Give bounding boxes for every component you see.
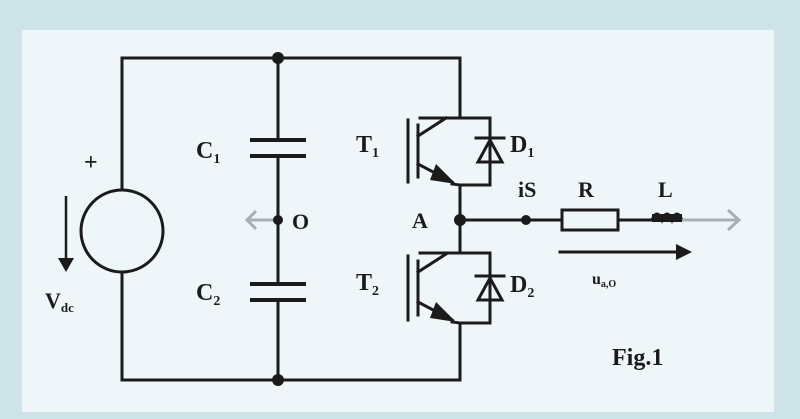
d2-diode: [474, 274, 506, 302]
cap2-label: C2: [196, 280, 220, 309]
t1-label: T1: [356, 132, 379, 161]
resistor: [560, 208, 620, 232]
midpoint-terminal-arrow: [244, 209, 258, 231]
d2-loop-wire: [458, 251, 492, 325]
bottom-rail-junction: [272, 374, 284, 386]
current-label: iS: [518, 177, 536, 202]
top-rail-junction: [272, 52, 284, 64]
dc-voltage-source: [79, 188, 165, 274]
source-voltage-arrow-head: [58, 258, 74, 272]
midpoint-node: [273, 215, 283, 225]
source-plus-label: +: [84, 150, 98, 176]
figure-caption: Fig.1: [612, 345, 663, 371]
midpoint-label: O: [292, 209, 309, 234]
source-label: Vdc: [45, 288, 74, 315]
d2-label: D2: [510, 272, 534, 301]
output-terminal-arrow: [726, 208, 742, 232]
t1-transistor: [406, 115, 462, 187]
output-voltage-arrow-head: [676, 244, 692, 260]
inductor-label: L: [658, 177, 673, 202]
t2-transistor: [406, 251, 462, 325]
node-a-label: A: [412, 208, 428, 233]
t2-label: T2: [356, 270, 379, 299]
d1-label: D1: [510, 132, 534, 161]
resistor-label: R: [578, 177, 595, 202]
d1-diode: [474, 136, 506, 164]
d1-loop-wire: [458, 116, 492, 187]
cap1-label: C1: [196, 138, 220, 167]
output-voltage-label: ua,O: [592, 271, 616, 290]
inductor: [650, 212, 684, 224]
current-node: [521, 215, 531, 225]
